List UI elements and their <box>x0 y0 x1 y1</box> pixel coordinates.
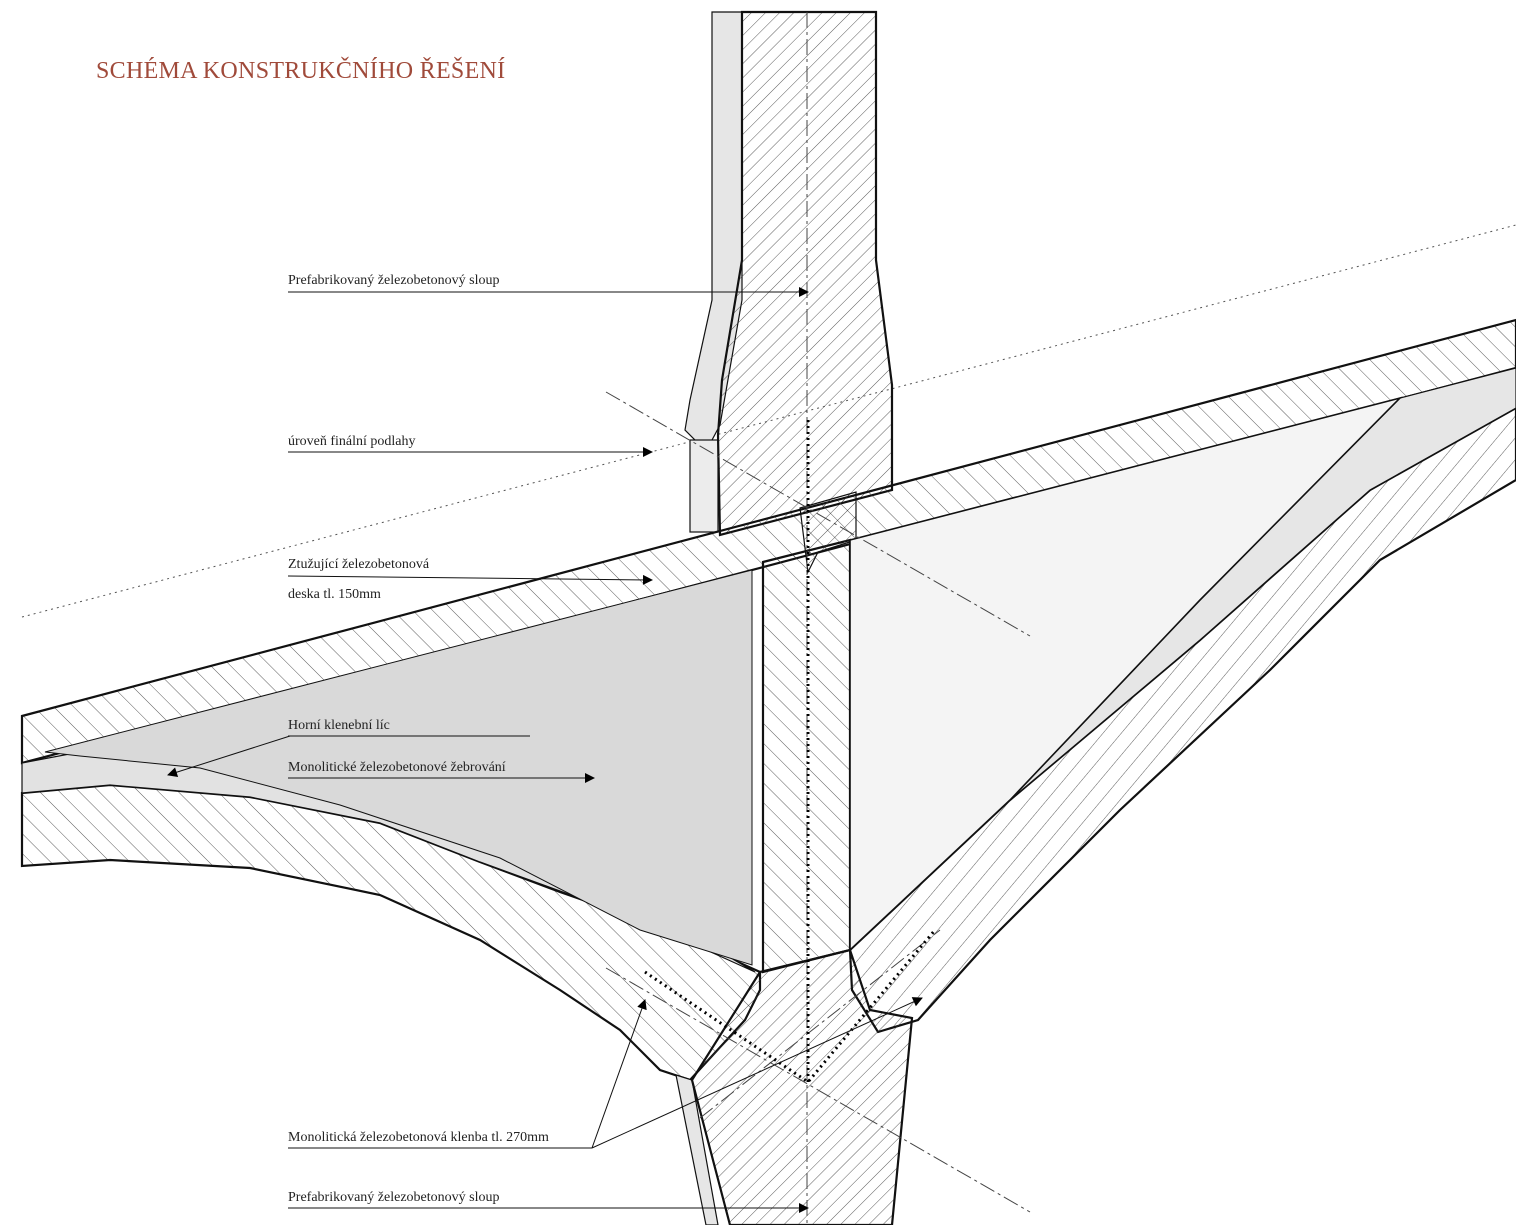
label-slab-line2: deska tl. 150mm <box>288 587 381 602</box>
leader-vault-b <box>591 997 923 1149</box>
label-ribs: Monolitické železobetonové žebrování <box>288 760 506 775</box>
diagonal-axis-vault <box>699 929 941 1119</box>
upper-column <box>716 10 894 537</box>
reinforcement-line <box>644 420 937 1085</box>
label-column-bottom: Prefabrikovaný železobetonový sloup <box>288 1190 500 1205</box>
upper-column-collar <box>689 439 719 533</box>
label-floor-level: úroveň finální podlahy <box>288 434 416 449</box>
leader-slab <box>287 574 653 585</box>
right-cavity <box>849 396 1403 952</box>
label-vault: Monolitická železobetonová klenba tl. 27… <box>288 1130 549 1145</box>
label-column-top: Prefabrikovaný železobetonový sloup <box>288 273 500 288</box>
stiffening-slab <box>20 318 1516 765</box>
diagonal-axis-upper <box>605 391 1031 637</box>
left-cavity <box>44 569 753 966</box>
label-vault-face: Horní klenební líc <box>288 718 390 733</box>
leader-vault-a <box>591 999 647 1149</box>
drawing-title: SCHÉMA KONSTRUKČNÍHO ŘEŠENÍ <box>96 58 506 84</box>
lower-column <box>690 948 914 1225</box>
leader-vault-face <box>167 735 291 778</box>
lower-column-jacket <box>675 1074 719 1225</box>
label-slab-line1: Ztužující železobetonová <box>288 557 430 572</box>
diagonal-axis-lower <box>605 967 1031 1213</box>
